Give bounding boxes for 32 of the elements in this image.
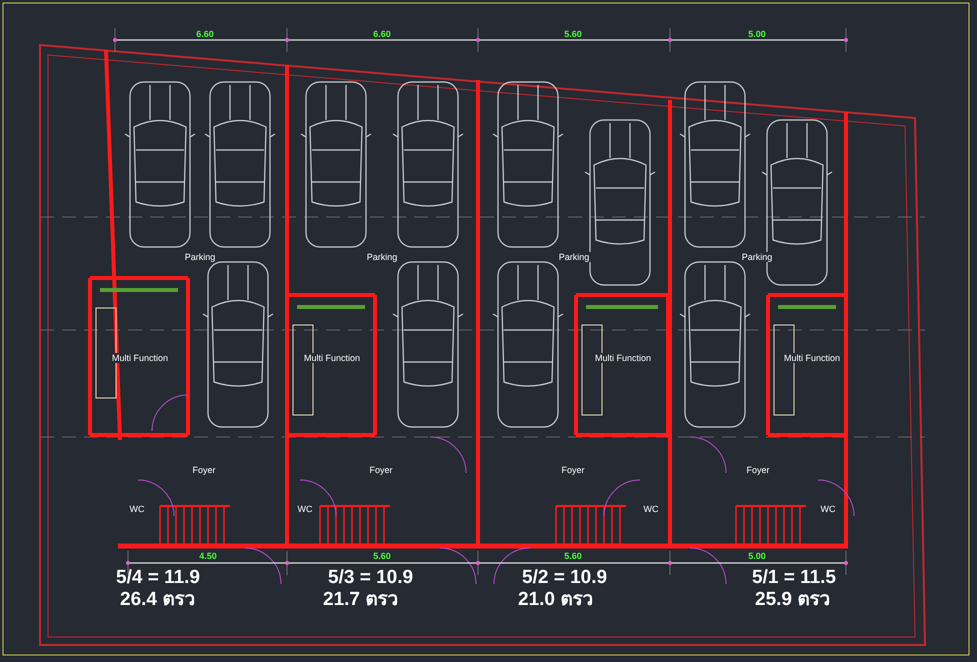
room-label: WC: [296, 504, 314, 514]
unit-area-label: 21.0 ตรว: [518, 588, 594, 612]
room-label: Parking: [740, 252, 774, 262]
room-label: WC: [642, 504, 660, 514]
unit-area-label: 5/2 = 10.9: [522, 567, 608, 589]
unit-area-label: 26.4 ตรว: [120, 588, 196, 612]
dimension-label: 5.60: [373, 551, 391, 561]
unit-area-label: 25.9 ตรว: [755, 588, 830, 612]
dimension-label: 5.00: [748, 551, 766, 561]
room-label: Parking: [364, 252, 400, 262]
room-label: Multi Function: [302, 353, 362, 363]
room-label: Foyer: [190, 465, 218, 475]
room-label: Parking: [556, 252, 592, 262]
unit-area-label: 5/4 = 11.9: [116, 567, 200, 589]
dimension-label: 4.50: [199, 551, 217, 561]
room-label: Multi Function: [110, 353, 170, 363]
room-label: Foyer: [560, 465, 586, 475]
dimension-label: 5.60: [564, 551, 582, 561]
room-label: Foyer: [744, 465, 772, 475]
room-label: Parking: [182, 252, 218, 262]
unit-area-label: 5/1 = 11.5: [752, 567, 836, 589]
dimension-label: 6.60: [373, 29, 391, 39]
dimension-label: 6.60: [196, 29, 214, 39]
room-label: WC: [818, 504, 838, 514]
room-label: Multi Function: [782, 353, 842, 363]
room-label: Multi Function: [592, 353, 654, 363]
unit-area-label: 5/3 = 10.9: [328, 567, 414, 589]
room-label: Foyer: [368, 465, 394, 475]
unit-area-label: 21.7 ตรว: [323, 588, 398, 612]
room-label: WC: [128, 504, 146, 514]
dimension-label: 5.60: [564, 29, 582, 39]
dimension-label: 5.00: [748, 29, 766, 39]
